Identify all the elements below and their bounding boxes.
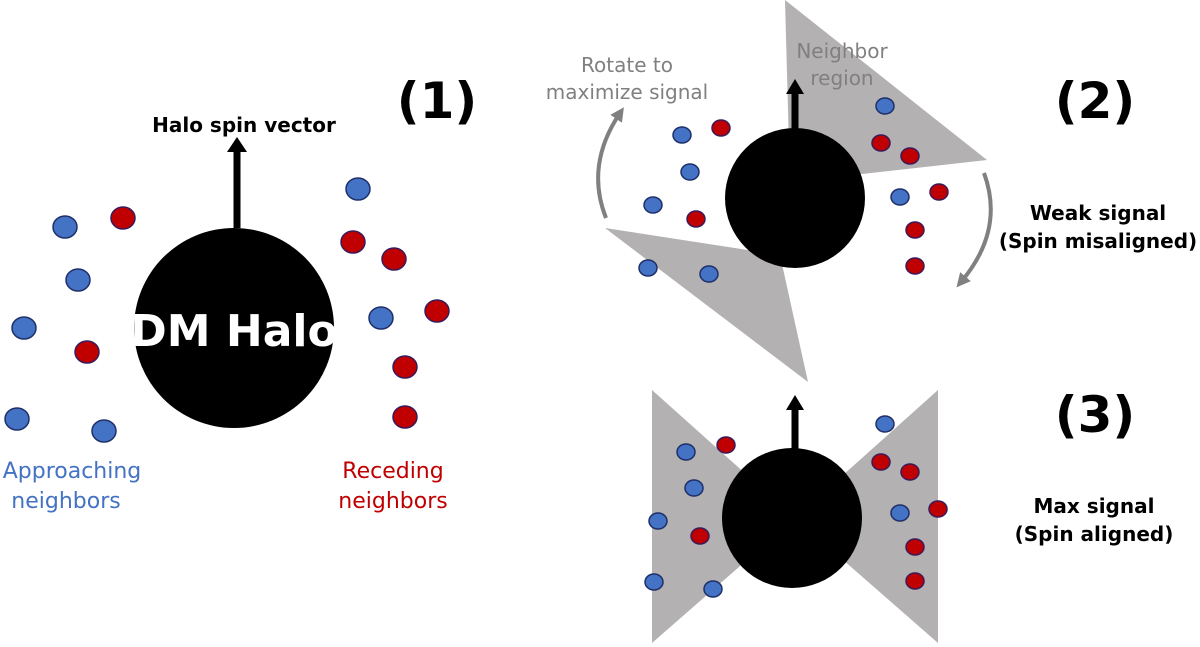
dm-halo-label: DM Halo	[130, 306, 337, 357]
neighbor-region-note-line-1: Neighbor	[796, 39, 888, 63]
approaching-neighbor	[648, 512, 668, 530]
approaching-neighbors-label-line-2: neighbors	[11, 489, 120, 514]
receding-neighbor	[900, 147, 920, 165]
rotate-note-line-2: maximize signal	[546, 80, 709, 104]
max-signal-label: Max signal	[1034, 494, 1155, 518]
receding-neighbor	[905, 257, 925, 275]
panel-2-number: (2)	[1055, 72, 1136, 130]
approaching-neighbor	[91, 419, 117, 443]
panel-3-spin-arrowhead	[786, 395, 804, 410]
approaching-neighbor	[890, 504, 910, 522]
panel-3: (3) Max signal (Spin aligned)	[644, 386, 1174, 643]
approaching-neighbor	[65, 268, 91, 292]
receding-neighbor	[711, 119, 731, 137]
receding-neighbor	[905, 572, 925, 590]
approaching-neighbor	[644, 573, 664, 591]
approaching-neighbor	[345, 177, 371, 201]
dm-halo	[134, 228, 334, 428]
receding-neighbor	[74, 340, 100, 364]
neighbor-region-note-line-2: region	[810, 66, 873, 90]
receding-neighbor	[905, 538, 925, 556]
approaching-neighbor	[875, 97, 895, 115]
neighbor-region-right-wedge	[795, 390, 938, 643]
receding-neighbor	[424, 299, 450, 323]
receding-neighbor	[905, 221, 925, 239]
approaching-neighbor	[672, 126, 692, 144]
neighbor-region-upper-wedge	[785, 0, 987, 182]
panel-3-neighbors	[644, 415, 948, 598]
approaching-neighbor	[684, 479, 704, 497]
panel-2-neighbors	[638, 97, 949, 283]
panel-2: (2) Rotate to maximize signal Neighbor r…	[546, 0, 1197, 382]
panel-2-spin-arrowhead	[786, 79, 804, 94]
receding-neighbor	[871, 453, 891, 471]
approaching-neighbor	[638, 259, 658, 277]
receding-neighbor	[900, 463, 920, 481]
spin-vector-label: Halo spin vector	[152, 113, 336, 137]
rotate-note-line-1: Rotate to	[581, 53, 673, 77]
receding-neighbor	[392, 405, 418, 429]
panel-1-right-neighbors	[340, 177, 450, 429]
weak-signal-label: Weak signal	[1030, 201, 1166, 225]
panel-1: (1) Halo spin vector DM Halo Approaching	[3, 72, 478, 514]
panel-1-left-neighbors	[4, 206, 136, 443]
approaching-neighbor	[11, 316, 37, 340]
receding-neighbor	[686, 210, 706, 228]
panel-3-halo	[722, 448, 862, 588]
approaching-neighbor	[4, 407, 30, 431]
receding-neighbor	[928, 500, 948, 518]
approaching-neighbor	[643, 196, 663, 214]
receding-neighbors-label-line-2: neighbors	[338, 489, 447, 514]
rotate-arrow-right	[956, 172, 993, 288]
panel-1-number: (1)	[397, 72, 478, 130]
rotate-arrow-left	[596, 107, 624, 219]
receding-neighbor	[929, 183, 949, 201]
spin-vector-arrowhead	[227, 137, 247, 152]
max-signal-sublabel: (Spin aligned)	[1015, 522, 1174, 546]
receding-neighbor	[392, 355, 418, 379]
receding-neighbor	[340, 230, 366, 254]
approaching-neighbor	[52, 215, 78, 239]
approaching-neighbor	[680, 163, 700, 181]
receding-neighbor	[690, 527, 710, 545]
weak-signal-sublabel: (Spin misaligned)	[999, 229, 1197, 253]
approaching-neighbor	[676, 443, 696, 461]
approaching-neighbor	[875, 415, 895, 433]
receding-neighbor	[381, 247, 407, 271]
receding-neighbor	[110, 206, 136, 230]
approaching-neighbor	[368, 306, 394, 330]
panel-3-number: (3)	[1055, 386, 1136, 444]
approaching-neighbors-label-line-1: Approaching	[3, 459, 142, 484]
receding-neighbor	[871, 134, 891, 152]
receding-neighbor	[716, 436, 736, 454]
approaching-neighbor	[703, 580, 723, 598]
panel-2-halo	[725, 128, 865, 268]
approaching-neighbor	[890, 188, 910, 206]
receding-neighbors-label-line-1: Receding	[342, 459, 443, 484]
approaching-neighbor	[699, 265, 719, 283]
